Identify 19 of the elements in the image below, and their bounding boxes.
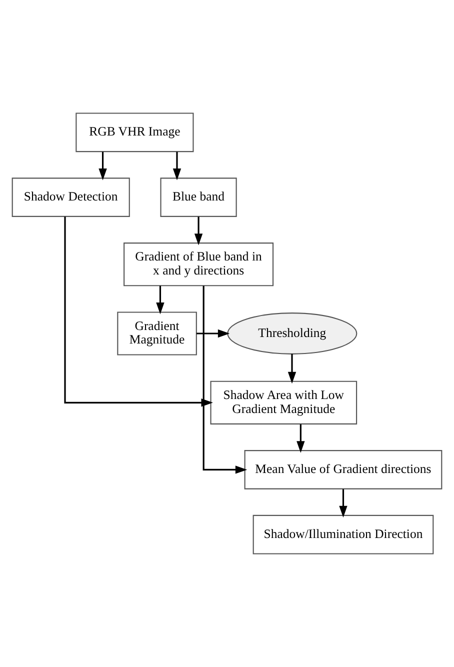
node-box: RGB VHR Image [76, 112, 194, 152]
arrow [288, 354, 296, 384]
node-box: Gradient of Blue band in x and y directions [124, 242, 274, 286]
node-box: Gradient Magnitude [117, 312, 197, 356]
node-box: Shadow Detection [12, 178, 130, 217]
arrow [98, 152, 107, 180]
node-box: Shadow/Illumination Direction [252, 514, 434, 554]
arrow [156, 286, 164, 314]
arrow [339, 489, 348, 518]
arrow [194, 216, 203, 246]
node-box: Shadow Area with Low Gradient Magnitude [210, 380, 358, 424]
node-box: Blue band [160, 178, 237, 217]
arrow [296, 424, 305, 453]
arrow [172, 152, 182, 180]
node-ellipse: Thresholding [227, 312, 358, 354]
arrow [202, 286, 248, 474]
node-box: Mean Value of Gradient directions [244, 450, 442, 490]
arrow [64, 216, 213, 407]
arrow [196, 329, 230, 338]
